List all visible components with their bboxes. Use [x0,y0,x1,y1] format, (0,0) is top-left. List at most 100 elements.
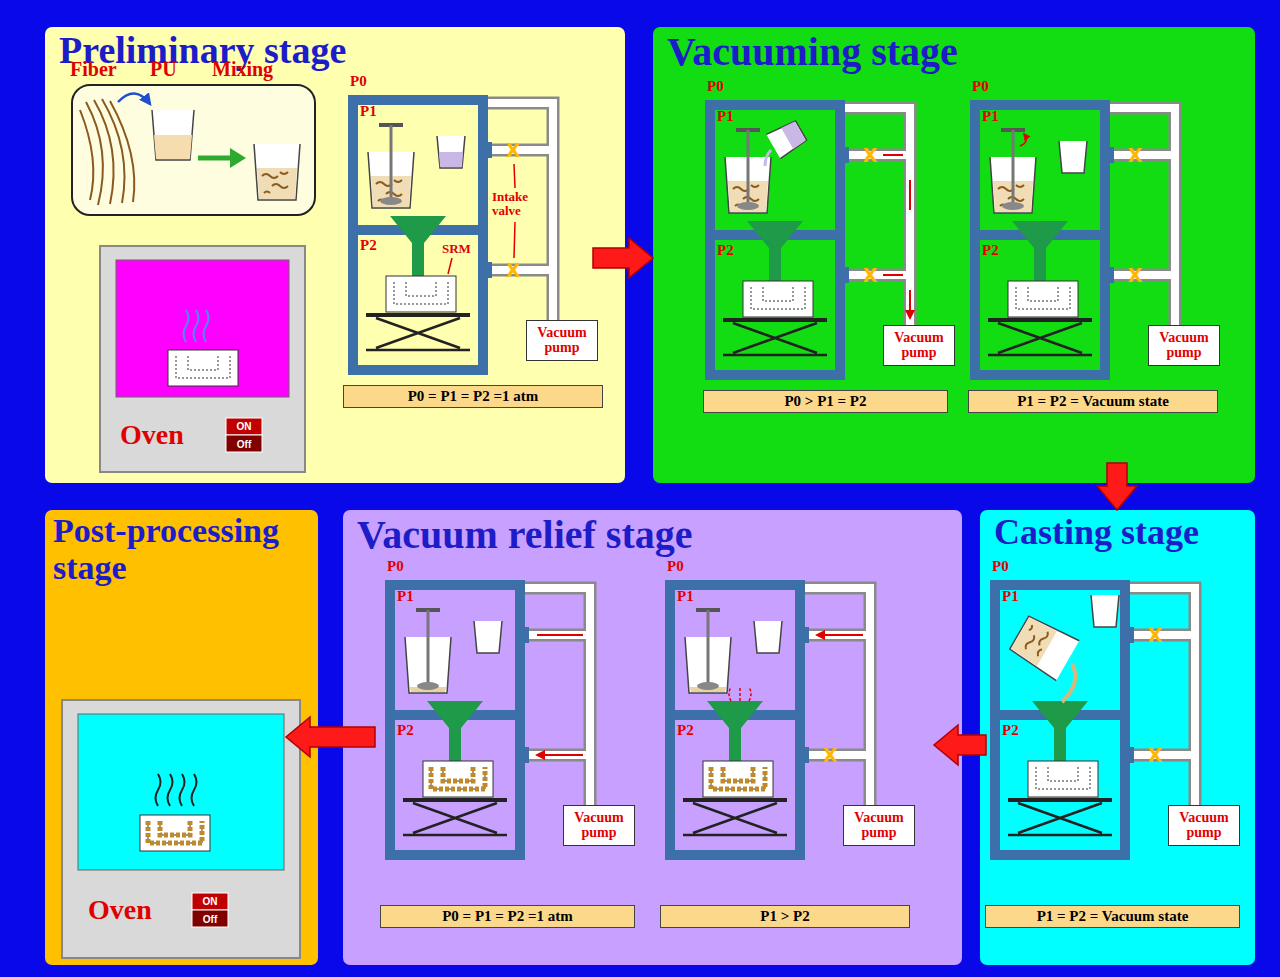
pressure-label: P1 = P2 = Vacuum state [1037,908,1189,925]
oven [184,310,209,342]
vacuum-chamber [670,585,870,855]
vacuum-chamber [729,686,751,701]
closed-valve-mark: X [863,145,878,166]
vacuum-chamber [379,125,403,205]
oven [78,714,284,870]
vacuum-chamber [766,118,808,158]
pressure-label: P0 = P1 = P2 =1 atm [408,388,539,405]
pressure-region-label: P2 [717,242,734,259]
material-label: Fiber [70,58,117,80]
pressure-region-label: P1 [677,588,694,605]
oven [226,435,262,452]
stage-title: Post-processing stage [45,510,300,586]
material-preparation [230,148,246,168]
pressure-label: P1 = P2 = Vacuum state [1017,393,1169,410]
closed-valve-mark: X [863,265,878,286]
oven [192,910,228,927]
vacuum-chamber [431,767,485,789]
stage-arrow [1097,463,1137,510]
vacuum-chamber [1001,130,1025,210]
vacuum-pump-box: Vacuum pump [843,805,915,846]
vacuum-chamber [670,585,870,855]
oven [226,418,262,435]
vacuum-pump-box: Vacuum pump [1168,805,1240,846]
oven-label: Oven [88,895,152,926]
oven [156,774,197,806]
pressure-condition-box: P1 = P2 = Vacuum state [985,905,1240,928]
vacuum-chamber [995,585,1195,855]
pump-label: Vacuum pump [567,810,631,841]
stage-arrow [286,717,375,757]
oven [62,700,300,958]
vacuum-chamber [390,585,590,855]
stage-title: Vacuuming stage [653,27,958,73]
vacuum-chamber [765,150,771,166]
vacuum-chamber [736,130,760,210]
oven [100,246,305,472]
switch-label: Off [237,439,251,450]
closed-valve-mark: X [1148,745,1163,766]
pressure-region-label: P1 [1002,588,1019,605]
vacuum-chamber [711,767,765,789]
closed-valve-mark: X [1148,625,1163,646]
material-label: PU [150,58,177,80]
vacuum-chamber [353,100,553,370]
vacuum-pump-box: Vacuum pump [1148,325,1220,366]
vacuum-chamber [754,621,782,653]
vacuum-chamber [995,585,1195,855]
vacuum-chamber [883,155,910,318]
vacuum-chamber [390,585,590,855]
callout-label: SRM [442,242,471,256]
material-preparation [198,156,232,161]
stage-panel: Vacuuming stageVacuum pump P0 > P1 = P2 Va… [653,27,1255,483]
vacuum-chamber [975,105,1175,375]
pressure-region-label: P0 [350,73,367,90]
pump-label: Vacuum pump [1172,810,1236,841]
pump-label: Vacuum pump [887,330,951,361]
switch-label: Off [203,914,217,925]
leader-line [448,164,515,274]
pressure-label: P0 > P1 = P2 [784,393,866,410]
oven [168,350,238,386]
vacuum-chamber [975,105,1175,375]
pressure-region-label: P2 [677,722,694,739]
pressure-region-label: P2 [1002,722,1019,739]
pressure-region-label: P2 [982,242,999,259]
material-preparation [118,93,150,104]
closed-valve-mark: X [506,260,521,281]
pump-label: Vacuum pump [847,810,911,841]
oven [100,246,305,472]
vacuum-chamber [766,118,808,158]
pressure-region-label: P0 [707,78,724,95]
pressure-region-label: P2 [360,237,377,254]
vacuum-chamber [1062,664,1075,702]
switch-label: ON [237,421,252,432]
pressure-condition-box: P0 = P1 = P2 =1 atm [343,385,603,408]
vacuum-chamber [1020,134,1026,146]
pressure-region-label: P0 [972,78,989,95]
vacuum-chamber [353,100,553,370]
stage-title: Casting stage [980,510,1199,552]
pressure-condition-box: P0 > P1 = P2 [703,390,948,413]
callout-label: Intake valve [492,190,544,219]
closed-valve-mark: X [1128,145,1143,166]
vacuum-chamber [416,610,440,690]
material-preparation [72,85,315,215]
closed-valve-mark: X [1128,265,1143,286]
vacuum-chamber [696,610,720,690]
pressure-region-label: P2 [397,722,414,739]
pressure-region-label: P0 [667,558,684,575]
pressure-label: P1 > P2 [760,908,809,925]
switch-label: ON [203,896,218,907]
stage-panel: Casting stageVacuum pump P1 = P2 = Vacuum… [980,510,1255,965]
pressure-region-label: P1 [397,588,414,605]
vacuum-pump-box: Vacuum pump [563,805,635,846]
vacuum-chamber [474,621,502,653]
vacuum-chamber [710,105,910,375]
material-preparation [80,99,134,205]
vacuum-pump-box: Vacuum pump [883,325,955,366]
oven [116,260,289,397]
material-label: Mixing [212,58,273,80]
